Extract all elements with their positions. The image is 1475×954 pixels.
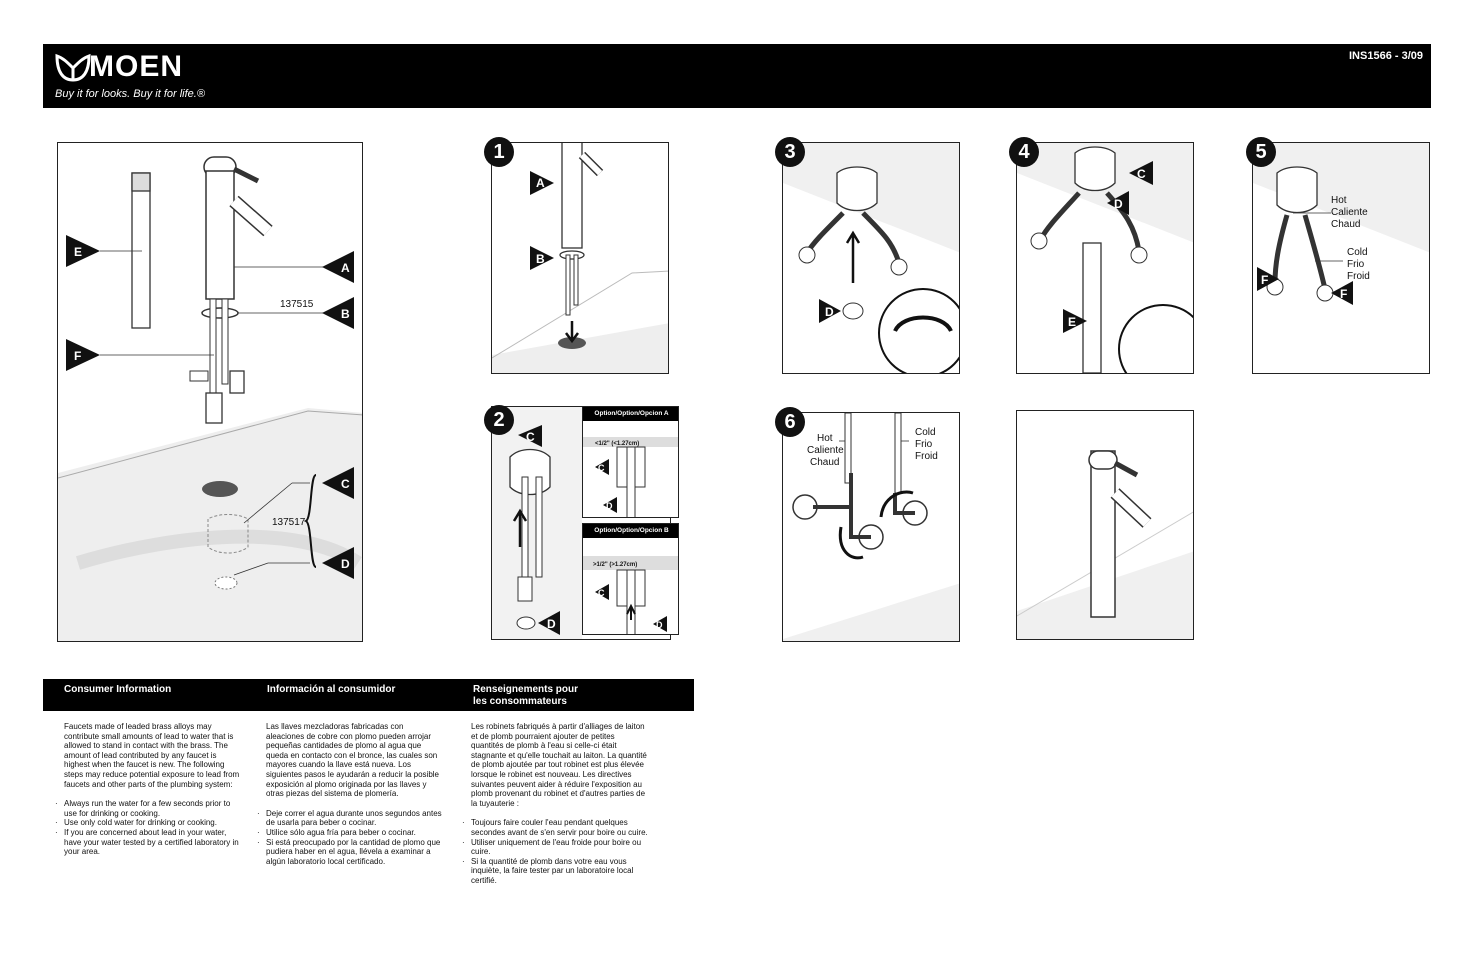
callout-e	[66, 235, 100, 267]
list-item: Utiliser uniquement de l'eau froide pour…	[462, 838, 649, 857]
heading-es: Información al consumidor	[267, 684, 396, 695]
label-a: A	[341, 261, 350, 275]
part-number-cd: 137517	[272, 517, 306, 528]
step6-cold-es: Frio	[915, 439, 933, 450]
step6-cold: Cold	[915, 427, 936, 438]
step-4-number: 4	[1009, 137, 1039, 167]
step5-hot: Hot	[1331, 195, 1347, 206]
label-e: E	[74, 245, 82, 259]
info-body-en: Faucets made of leaded brass alloys may …	[64, 722, 240, 789]
heading-fr: Renseignements pour les consommateurs	[473, 684, 579, 707]
list-item: Si está preocupado por la cantidad de pl…	[257, 838, 442, 867]
callout-f	[66, 339, 100, 371]
step1-label-b: B	[536, 252, 545, 266]
step6-cold-fr: Froid	[915, 451, 938, 462]
step4-label-d: D	[1114, 197, 1123, 211]
step-5-panel: F F Hot Caliente Chaud Cold Frio Froid	[1252, 142, 1430, 374]
step-6-panel: Hot Caliente Chaud Cold Frio Froid	[782, 412, 960, 642]
step5-cold: Cold	[1347, 247, 1368, 258]
step2-label-c: C	[526, 430, 535, 444]
header-bar: MOEN Buy it for looks. Buy it for life.®…	[43, 44, 1431, 108]
step5-label-f-left: F	[1261, 273, 1268, 287]
info-body-es: Las llaves mezcladoras fabricadas con al…	[266, 722, 439, 799]
option-b-size: >1/2" (>1.27cm)	[593, 562, 637, 568]
step-5-illustration: F F Hot Caliente Chaud Cold Frio Froid	[1253, 143, 1429, 305]
step1-label-a: A	[536, 176, 545, 190]
final-faucet-panel	[1016, 410, 1194, 640]
list-item: Si la quantité de plomb dans votre eau v…	[462, 857, 649, 886]
info-bullets-es: Deje correr el agua durante unos segundo…	[257, 809, 442, 867]
option-b-illustration: C D >1/2" (>1.27cm)	[583, 556, 678, 634]
step6-hot: Hot	[817, 433, 833, 444]
label-d: D	[341, 557, 350, 571]
moen-logo-icon	[55, 53, 91, 82]
label-b: B	[341, 307, 350, 321]
step5-label-f-right: F	[1340, 287, 1347, 301]
callout-c	[322, 467, 354, 499]
step-4-illustration: C D E	[1017, 143, 1193, 373]
step-6-illustration: Hot Caliente Chaud Cold Frio Froid	[783, 413, 959, 641]
parts-diagram-panel: A B E F C D 137515 137517	[57, 142, 363, 642]
option-b-label-c: C	[598, 588, 605, 598]
final-faucet-illustration	[1017, 450, 1193, 639]
info-column-fr: Les robinets fabriqués à partir d'alliag…	[462, 722, 649, 886]
tagline: Buy it for looks. Buy it for life.®	[55, 88, 205, 100]
step5-hot-fr: Chaud	[1331, 219, 1360, 230]
info-bullets-en: Always run the water for a few seconds p…	[55, 799, 240, 857]
heading-en: Consumer Information	[64, 684, 172, 695]
step-3-number: 3	[775, 137, 805, 167]
step-6-number: 6	[775, 407, 805, 437]
part-number-b: 137515	[280, 299, 314, 310]
step-4-panel: C D E	[1016, 142, 1194, 374]
callout-b	[322, 297, 354, 329]
list-item: Utilice sólo agua fría para beber o coci…	[257, 828, 442, 838]
parts-illustration: A B E F C D 137515 137517	[58, 156, 362, 641]
step2-label-d: D	[547, 617, 556, 631]
option-a-label-c: C	[598, 463, 605, 473]
option-a-box: Option/Option/Opcion A C D <1/2" (<1.27c…	[582, 406, 679, 518]
step-5-number: 5	[1246, 137, 1276, 167]
step-1-number: 1	[484, 137, 514, 167]
brand-name: MOEN	[89, 50, 183, 83]
step6-hot-es: Caliente	[807, 445, 844, 456]
step-1-panel: A B	[491, 142, 669, 374]
callout-a	[322, 251, 354, 283]
step4-label-e: E	[1068, 315, 1076, 329]
list-item: Toujours faire couler l'eau pendant quel…	[462, 818, 649, 837]
option-a-illustration: C D <1/2" (<1.27cm)	[583, 437, 678, 517]
label-c: C	[341, 477, 350, 491]
info-bullets-fr: Toujours faire couler l'eau pendant quel…	[462, 818, 649, 886]
option-a-size: <1/2" (<1.27cm)	[595, 441, 639, 447]
option-a-label-d: D	[606, 501, 613, 511]
list-item: Always run the water for a few seconds p…	[55, 799, 240, 818]
info-column-es: Las llaves mezcladoras fabricadas con al…	[257, 722, 442, 867]
info-body-fr: Les robinets fabriqués à partir d'alliag…	[471, 722, 647, 808]
info-column-en: Faucets made of leaded brass alloys may …	[55, 722, 240, 857]
step-2-number: 2	[484, 405, 514, 435]
list-item: If you are concerned about lead in your …	[55, 828, 240, 857]
step5-hot-es: Caliente	[1331, 207, 1368, 218]
document-number: INS1566 - 3/09	[1349, 50, 1423, 62]
step-2-illustration: C D	[492, 407, 582, 639]
option-a-title: Option/Option/Opcion A	[583, 407, 678, 421]
step5-cold-fr: Froid	[1347, 271, 1370, 282]
label-f: F	[74, 349, 81, 363]
option-b-box: Option/Option/Opcion B C D >1/2" (>1.27c…	[582, 523, 679, 635]
step-1-illustration: A B	[492, 143, 668, 373]
option-b-title: Option/Option/Opcion B	[583, 524, 678, 538]
list-item: Use only cold water for drinking or cook…	[55, 818, 240, 828]
step-3-illustration: D	[783, 143, 959, 373]
step3-label-d: D	[825, 305, 834, 319]
list-item: Deje correr el agua durante unos segundo…	[257, 809, 442, 828]
step-3-panel: D	[782, 142, 960, 374]
step4-label-c: C	[1137, 167, 1146, 181]
option-b-label-d: D	[656, 620, 663, 630]
step5-cold-es: Frio	[1347, 259, 1365, 270]
callout-d	[322, 547, 354, 579]
step6-hot-fr: Chaud	[810, 457, 839, 468]
consumer-info-bar: Consumer Information Información al cons…	[43, 679, 694, 711]
